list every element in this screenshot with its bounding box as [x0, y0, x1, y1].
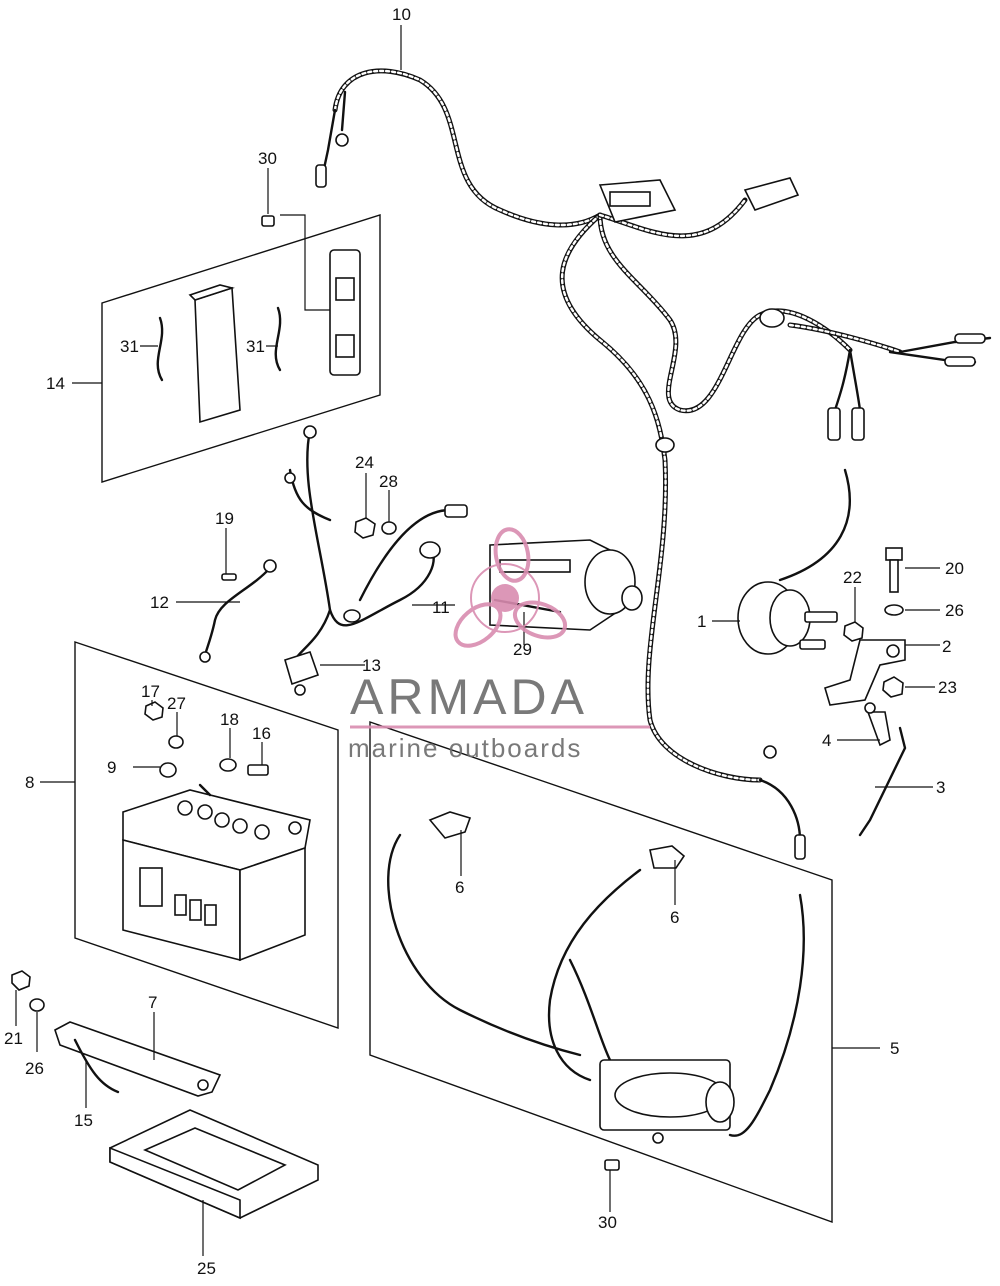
- starter-motor: [489, 539, 643, 631]
- callout-15: 14: [46, 374, 65, 393]
- stop-lever-rod: [858, 702, 907, 837]
- watermark-tagline: marine outboards: [348, 733, 582, 763]
- callout-4: 4: [822, 731, 831, 750]
- callout-22: 21: [4, 1029, 23, 1048]
- callout-20: 19: [215, 509, 234, 528]
- callout-21: 20: [945, 559, 964, 578]
- callout-13: 12: [150, 593, 169, 612]
- panel-fuse-box: [101, 214, 381, 483]
- callout-30-top: 30: [258, 149, 277, 168]
- callout-labels: 10 30 14 31 31 24 28 19 12 11 13 29 1 22…: [4, 5, 964, 1278]
- battery-tray: [109, 1109, 319, 1220]
- callout-5: 5: [890, 1039, 899, 1058]
- callout-26-left: 26: [25, 1059, 44, 1078]
- panel-battery: [74, 641, 339, 1029]
- callout-30-bottom: 30: [598, 1213, 617, 1232]
- callout-6-left: 6: [455, 878, 464, 897]
- ignition-switch: [737, 468, 851, 655]
- ignition-coil-assembly: [387, 811, 805, 1171]
- callout-24: 23: [938, 678, 957, 697]
- callout-27: 27: [167, 694, 186, 713]
- callout-19: 18: [220, 710, 239, 729]
- callout-26-right: 26: [945, 601, 964, 620]
- callout-8: 7: [148, 993, 157, 1012]
- battery-terminal-cover: [284, 651, 320, 696]
- propeller-logo-icon: [453, 527, 568, 648]
- callout-1: 1: [697, 612, 706, 631]
- callout-31-left: 31: [120, 337, 139, 356]
- callout-12: 11: [432, 598, 450, 617]
- main-wire-harness: [315, 68, 992, 860]
- callout-18: 17: [141, 682, 160, 701]
- callout-10: 9: [107, 758, 116, 777]
- bolt: [843, 547, 904, 642]
- callout-23: 22: [843, 568, 862, 587]
- battery-ground-cable: [199, 559, 277, 663]
- callout-11: 10: [392, 5, 411, 24]
- leader-lines: [15, 25, 940, 1256]
- battery-terminal-hardware: [144, 701, 269, 797]
- fuse-box-assembly: [156, 214, 361, 424]
- watermark-brand: ARMADA: [350, 669, 588, 725]
- callout-7: 8: [25, 773, 34, 792]
- nut-and-washer: [354, 517, 397, 539]
- callout-3: 3: [936, 778, 945, 797]
- callout-25: 24: [355, 453, 374, 472]
- callout-14: 13: [362, 656, 381, 675]
- battery: [122, 789, 311, 962]
- callout-6-right: 6: [670, 908, 679, 927]
- panel-ignition-coil: [369, 721, 833, 1223]
- callout-31-right: 31: [246, 337, 265, 356]
- callout-9: 25: [197, 1259, 216, 1278]
- watermark: ARMADA marine outboards: [348, 527, 650, 763]
- callout-2: 2: [942, 637, 951, 656]
- starter-cable: [284, 425, 468, 662]
- callout-29: 29: [513, 640, 532, 659]
- battery-strap: [11, 970, 222, 1097]
- switch-bracket: [824, 639, 906, 706]
- callout-17: 16: [252, 724, 271, 743]
- callout-16: 15: [74, 1111, 93, 1130]
- callout-28: 28: [379, 472, 398, 491]
